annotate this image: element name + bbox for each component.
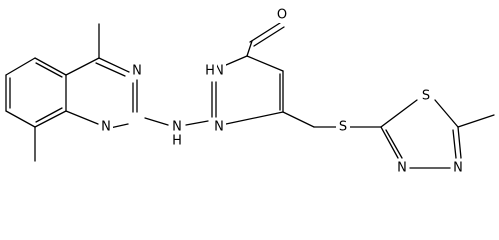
amine-h-label: H — [172, 134, 182, 149]
thiadiazole-s-label-group: S — [419, 88, 433, 104]
quinazoline-n1-label: N — [132, 64, 142, 79]
thioether-s-label-group: S — [336, 119, 350, 135]
bond-line — [34, 57, 67, 76]
bond-line — [380, 126, 399, 159]
label-backdrop — [212, 119, 226, 135]
bond-line — [249, 22, 281, 43]
thiadiazole-n4-label-group: N — [451, 160, 465, 176]
amine-n-label: N — [172, 120, 182, 135]
bond-line — [144, 117, 169, 126]
thiadiazole-s-label: S — [422, 89, 430, 104]
label-backdrop — [419, 88, 433, 104]
bond-line — [457, 114, 495, 128]
pyrimidine-n3-label: N — [214, 64, 224, 79]
label-backdrop — [170, 119, 184, 135]
carbonyl-o-label-group: O — [275, 7, 289, 23]
label-backdrop — [99, 119, 113, 135]
carbonyl-o-label: O — [277, 8, 287, 23]
label-backdrop — [275, 7, 289, 23]
bond-line — [34, 110, 67, 128]
bond-line — [95, 62, 126, 77]
bond-line — [5, 57, 36, 76]
bond-line — [35, 107, 63, 123]
label-backdrop — [203, 63, 217, 79]
pyrimidine-n1-label-group: N — [212, 119, 226, 135]
label-backdrop — [336, 119, 350, 135]
thiadiazole-n3-label: N — [397, 161, 407, 176]
bond-line — [185, 120, 209, 126]
bond-line — [225, 111, 284, 125]
pyrimidine-nh-h-label-group: H — [203, 63, 217, 79]
bond-line — [385, 129, 403, 159]
amine-n-label-group: N — [170, 119, 184, 135]
bond-line — [380, 99, 418, 128]
bond-line — [98, 57, 130, 73]
label-backdrop — [395, 160, 409, 176]
thiadiazole-n4-label: N — [453, 161, 463, 176]
quinazoline-n1-label-group: N — [130, 63, 144, 79]
pyrimidine-nh-h-label: H — [205, 64, 215, 79]
bond-line — [246, 40, 253, 57]
label-backdrop — [451, 160, 465, 176]
bond-line — [434, 99, 459, 128]
quinazoline-n3-label-group: N — [99, 119, 113, 135]
bond-line — [65, 110, 99, 125]
bond-line — [253, 26, 285, 47]
bond-line — [5, 110, 36, 128]
thioether-s-label: S — [339, 120, 347, 135]
bond-line — [282, 111, 315, 128]
label-backdrop — [130, 63, 144, 79]
quinazoline-n3-label: N — [101, 120, 111, 135]
bond-line — [65, 57, 100, 76]
pyrimidine-n1-label: N — [214, 120, 224, 135]
bond-line — [452, 129, 457, 159]
label-backdrop — [170, 133, 184, 149]
bond-line — [457, 126, 462, 159]
amine-h-label-group: H — [170, 133, 184, 149]
thiadiazole-n3-label-group: N — [395, 160, 409, 176]
bond-line — [246, 55, 284, 72]
bond-line — [35, 62, 63, 78]
bond-line — [225, 55, 248, 66]
